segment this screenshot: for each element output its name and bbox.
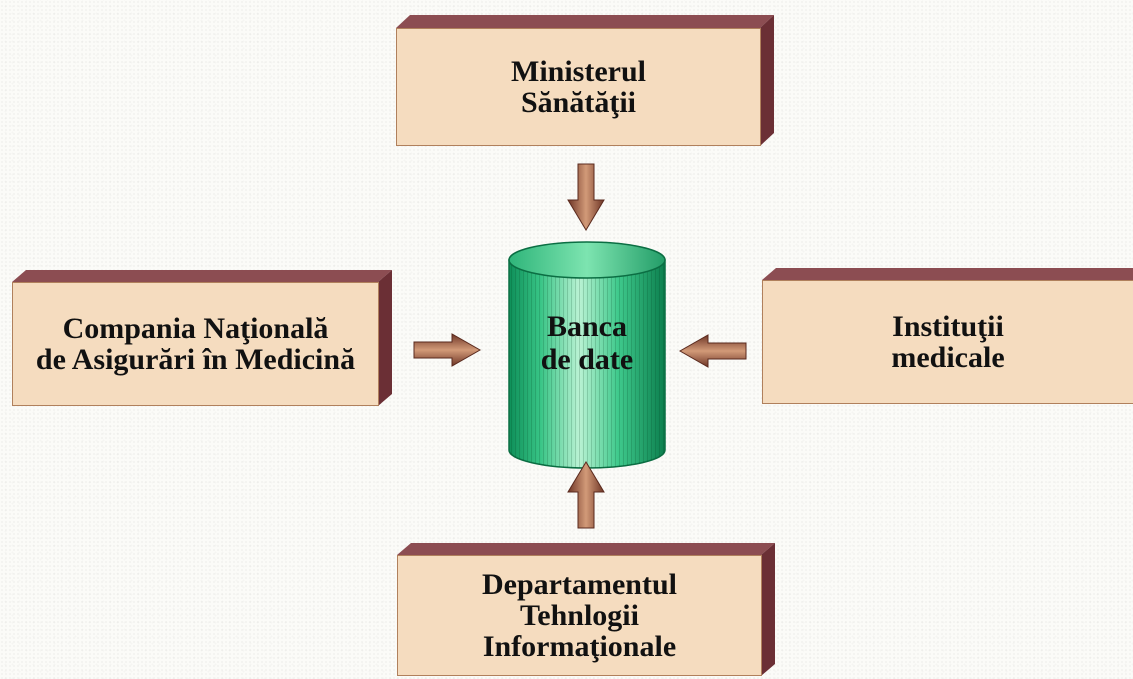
arrow-right-icon (413, 333, 482, 367)
node-ministerul-face: Ministerul Sănătăţii (396, 28, 761, 146)
database-label: Banca de date (540, 310, 634, 376)
node-compania-label: Compania Naţională de Asigurări în Medic… (35, 312, 356, 376)
node-ministerul-label: Ministerul Sănătăţii (511, 55, 646, 119)
node-compania-face: Compania Naţională de Asigurări în Medic… (12, 282, 379, 406)
cylinder-shape (508, 241, 666, 469)
node-institutii-label: Instituţii medicale (891, 310, 1005, 374)
node-institutii-face: Instituţii medicale (762, 280, 1133, 404)
database-cylinder: Banca de date (507, 240, 667, 472)
arrow-down-icon (567, 163, 605, 231)
box-depth-shading (396, 15, 774, 146)
arrow-left-icon (678, 334, 747, 368)
node-institutii-box: Instituţii medicale (762, 268, 1133, 406)
node-ministerul-box: Ministerul Sănătăţii (396, 15, 776, 150)
arrow-up-icon (567, 461, 605, 529)
node-departamentul-label: Departamentul Tehnlogii Informaţionale (482, 568, 677, 663)
node-departamentul-face: Departamentul Tehnlogii Informaţionale (397, 555, 762, 676)
box-depth-shading (397, 543, 775, 676)
box-depth-shading (762, 268, 1133, 280)
box-depth-shading (12, 270, 392, 406)
node-departamentul-box: Departamentul Tehnlogii Informaţionale (397, 543, 777, 677)
node-compania-box: Compania Naţională de Asigurări în Medic… (12, 270, 392, 410)
